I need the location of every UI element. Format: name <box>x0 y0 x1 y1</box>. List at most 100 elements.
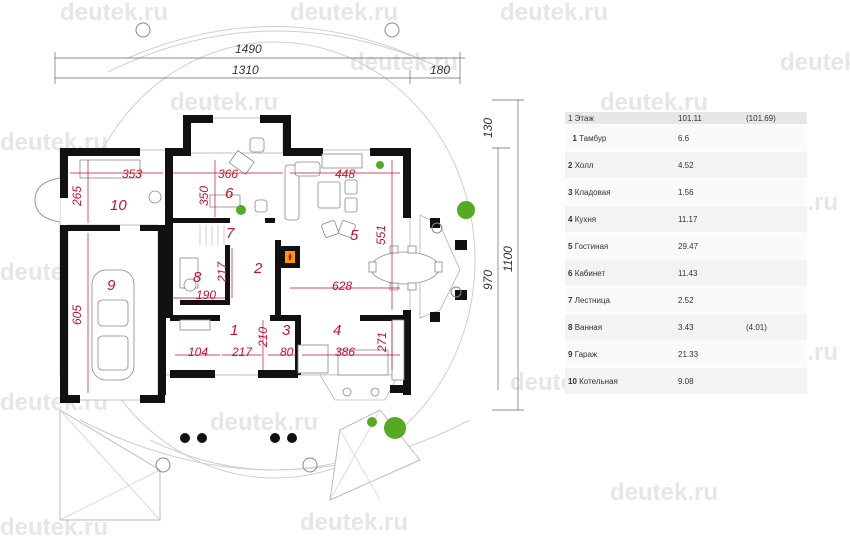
dim-depth-total: 1100 <box>501 246 515 272</box>
watermark: deutek.ru <box>290 0 398 26</box>
room-name: Кухня <box>574 214 597 224</box>
room-name: Тамбур <box>579 133 607 143</box>
table-row: 1 Тамбур 6.6 <box>565 124 807 152</box>
table-row: 7 Лестница 2.52 <box>565 286 807 314</box>
room-num: 10 <box>568 376 577 386</box>
room-area-alt <box>743 178 807 206</box>
table-row: 10 Котельная 9.08 <box>565 367 807 395</box>
room-number-8: 8 <box>193 269 202 286</box>
table-row: 9 Гараж 21.33 <box>565 340 807 368</box>
car-icon <box>91 269 135 381</box>
room-number-9: 9 <box>107 277 116 294</box>
room-dim: 80 <box>280 345 294 359</box>
furniture <box>79 22 475 473</box>
room-dim: 265 <box>70 186 84 207</box>
room-number-1: 1 <box>230 322 238 339</box>
floor-total-area: 101.11 <box>675 112 743 125</box>
room-num: 3 <box>568 187 573 197</box>
room-area: 29.47 <box>675 232 743 260</box>
room-name: Ванная <box>574 322 603 332</box>
room-name: Котельная <box>579 376 618 386</box>
room-dim: 217 <box>231 345 253 359</box>
entrance-columns <box>180 433 297 443</box>
dimension-lines: 1490 1310 180 1100 970 130 <box>54 42 524 411</box>
room-dimension-layer: 353 366 448 265 350 551 217 190 628 605 … <box>70 160 400 393</box>
room-dim: 628 <box>332 279 352 293</box>
room-area: 1.56 <box>675 178 743 206</box>
lamp-icon <box>135 22 462 473</box>
room-dim: 605 <box>70 305 84 325</box>
room-name: Лестница <box>574 295 610 305</box>
room-name: Кладовая <box>574 187 611 197</box>
room-area: 2.52 <box>675 286 743 314</box>
watermark: deutek.ru <box>60 0 168 26</box>
table-row: 4 Кухня 11.17 <box>565 205 807 233</box>
plant-icon <box>236 161 475 439</box>
room-num: 6 <box>568 268 573 278</box>
room-name: Кабинет <box>574 268 606 278</box>
room-area: 3.43 <box>675 313 743 341</box>
room-number-7: 7 <box>226 225 235 242</box>
room-area-alt <box>743 205 807 233</box>
room-num: 9 <box>568 349 573 359</box>
room-name: Холл <box>574 160 594 170</box>
room-number-2: 2 <box>253 260 263 277</box>
room-area-alt <box>743 259 807 287</box>
room-area-table: 1 Этаж 101.11 (101.69) 1 Тамбур 6.6 2 Хо… <box>565 112 807 395</box>
dim-width-extra: 180 <box>430 63 450 77</box>
watermark: deutek.ru <box>610 479 718 506</box>
room-area-alt <box>743 232 807 260</box>
room-number-6: 6 <box>225 185 234 202</box>
dim-depth-main: 970 <box>481 270 495 290</box>
watermark: deutek.ru <box>600 89 708 116</box>
floor-total-area-alt: (101.69) <box>743 112 807 125</box>
room-number-10: 10 <box>110 197 127 214</box>
watermark: deutek.ru <box>300 509 408 536</box>
stairs-icon <box>199 225 225 245</box>
room-dim: 551 <box>374 225 388 245</box>
room-number-layer: 10 6 5 7 8 2 9 1 3 4 <box>107 185 359 339</box>
watermark: deutek.ru <box>170 89 278 116</box>
room-name: Гостиная <box>574 241 609 251</box>
room-area-alt: (4.01) <box>743 313 807 341</box>
fireplace-icon <box>280 246 300 268</box>
room-dim: 386 <box>335 345 355 359</box>
room-area: 4.52 <box>675 151 743 179</box>
room-num: 2 <box>568 160 573 170</box>
table-row: 5 Гостиная 29.47 <box>565 232 807 260</box>
room-dim: 271 <box>375 332 389 353</box>
dim-depth-top: 130 <box>481 118 495 138</box>
table-row: 8 Ванная 3.43 (4.01) <box>565 313 807 341</box>
watermark: deutek.ru <box>210 409 318 436</box>
watermark: deutek.ru <box>780 49 850 76</box>
room-dim: 190 <box>196 288 216 302</box>
room-number-5: 5 <box>350 227 359 244</box>
room-name: Гараж <box>574 349 598 359</box>
room-number-3: 3 <box>282 322 291 339</box>
room-num: 1 <box>572 133 577 143</box>
room-area: 6.6 <box>675 124 743 152</box>
room-area-alt <box>743 367 807 395</box>
room-area-alt <box>743 151 807 179</box>
room-dim: 353 <box>122 167 142 181</box>
room-area: 9.08 <box>675 367 743 395</box>
room-num: 4 <box>568 214 573 224</box>
room-num: 8 <box>568 322 573 332</box>
room-dim: 217 <box>215 261 229 283</box>
room-area-alt <box>743 286 807 314</box>
dim-width-main: 1310 <box>232 63 259 77</box>
room-area-alt <box>743 124 807 152</box>
terrace-outline <box>59 26 476 521</box>
room-dim: 366 <box>218 167 238 181</box>
room-area: 21.33 <box>675 340 743 368</box>
room-num: 7 <box>568 295 573 305</box>
room-dim: 104 <box>188 345 208 359</box>
dim-total-width: 1490 <box>235 42 262 56</box>
room-dim: 350 <box>197 186 211 206</box>
table-row: 6 Кабинет 11.43 <box>565 259 807 287</box>
table-row: 3 Кладовая 1.56 <box>565 178 807 206</box>
room-dim: 210 <box>256 327 270 348</box>
room-area-alt <box>743 340 807 368</box>
room-dim: 448 <box>335 167 355 181</box>
